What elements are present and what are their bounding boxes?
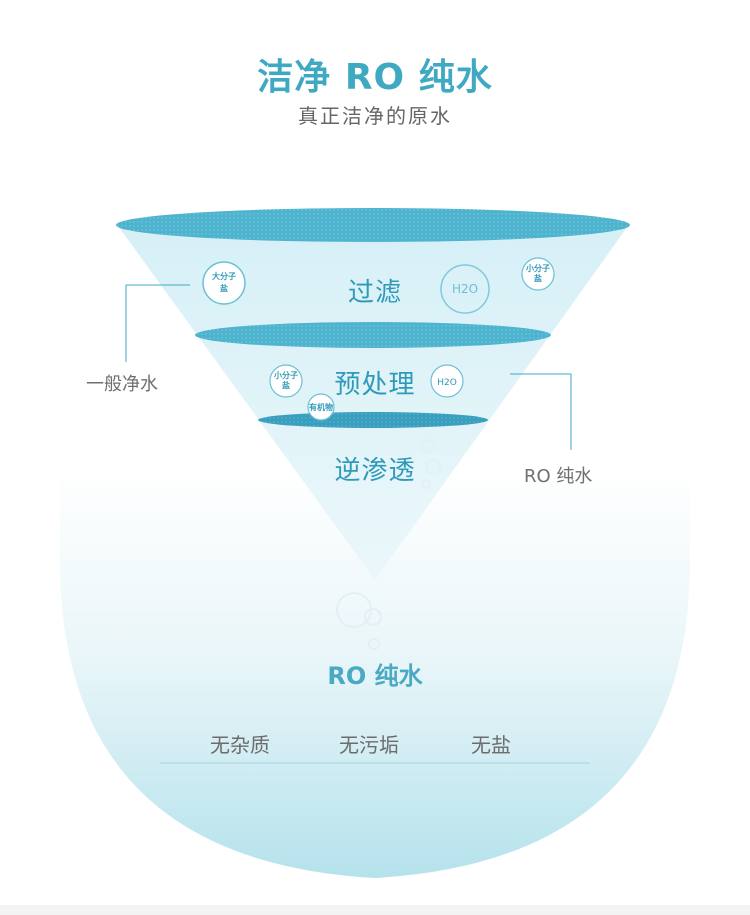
top-filter-disc (116, 208, 630, 242)
svg-text:盐: 盐 (534, 273, 542, 283)
bowl-shape (60, 470, 690, 878)
svg-text:盐: 盐 (282, 380, 290, 390)
bubble-large-molecule-salt: 大分子 盐 (202, 261, 246, 305)
feature-no-scale: 无污垢 (339, 733, 399, 757)
stage-label-pretreatment: 预处理 (334, 370, 416, 400)
callout-label-ordinary-water: 一般净水 (86, 374, 158, 395)
svg-text:小分子: 小分子 (525, 263, 550, 273)
stage-label-reverse-osmosis: 逆渗透 (334, 456, 416, 486)
bubble-organic: 有机物 (307, 393, 335, 421)
right-callout-line (510, 373, 572, 450)
svg-text:小分子: 小分子 (273, 370, 298, 380)
footer-strip (0, 905, 750, 915)
svg-text:有机物: 有机物 (309, 402, 333, 412)
callout-label-ro-water: RO 纯水 (524, 466, 593, 487)
stage-label-filter: 过滤 (347, 278, 402, 308)
rising-bubbles (336, 439, 441, 650)
bubble-h2o-top: H2O (440, 264, 490, 314)
feature-no-salt: 无盐 (471, 733, 511, 757)
page-title: 洁净 RO 纯水 (257, 57, 493, 98)
bubble-small-molecule-salt-top: 小分子 盐 (521, 257, 555, 291)
bubble-small-molecule-salt-mid: 小分子 盐 (269, 364, 303, 398)
feature-no-impurities: 无杂质 (210, 733, 270, 757)
middle-filter-disc (195, 322, 551, 348)
left-callout-line (125, 284, 190, 362)
svg-text:H2O: H2O (437, 378, 457, 388)
bubble-h2o-mid: H2O (430, 364, 464, 398)
result-title: RO 纯水 (327, 662, 423, 690)
bottom-filter-disc (258, 412, 488, 428)
svg-text:大分子: 大分子 (212, 271, 236, 281)
funnel-cone (118, 226, 628, 580)
page-subtitle: 真正洁净的原水 (298, 104, 452, 128)
svg-text:盐: 盐 (220, 283, 228, 293)
svg-text:H2O: H2O (452, 282, 478, 296)
